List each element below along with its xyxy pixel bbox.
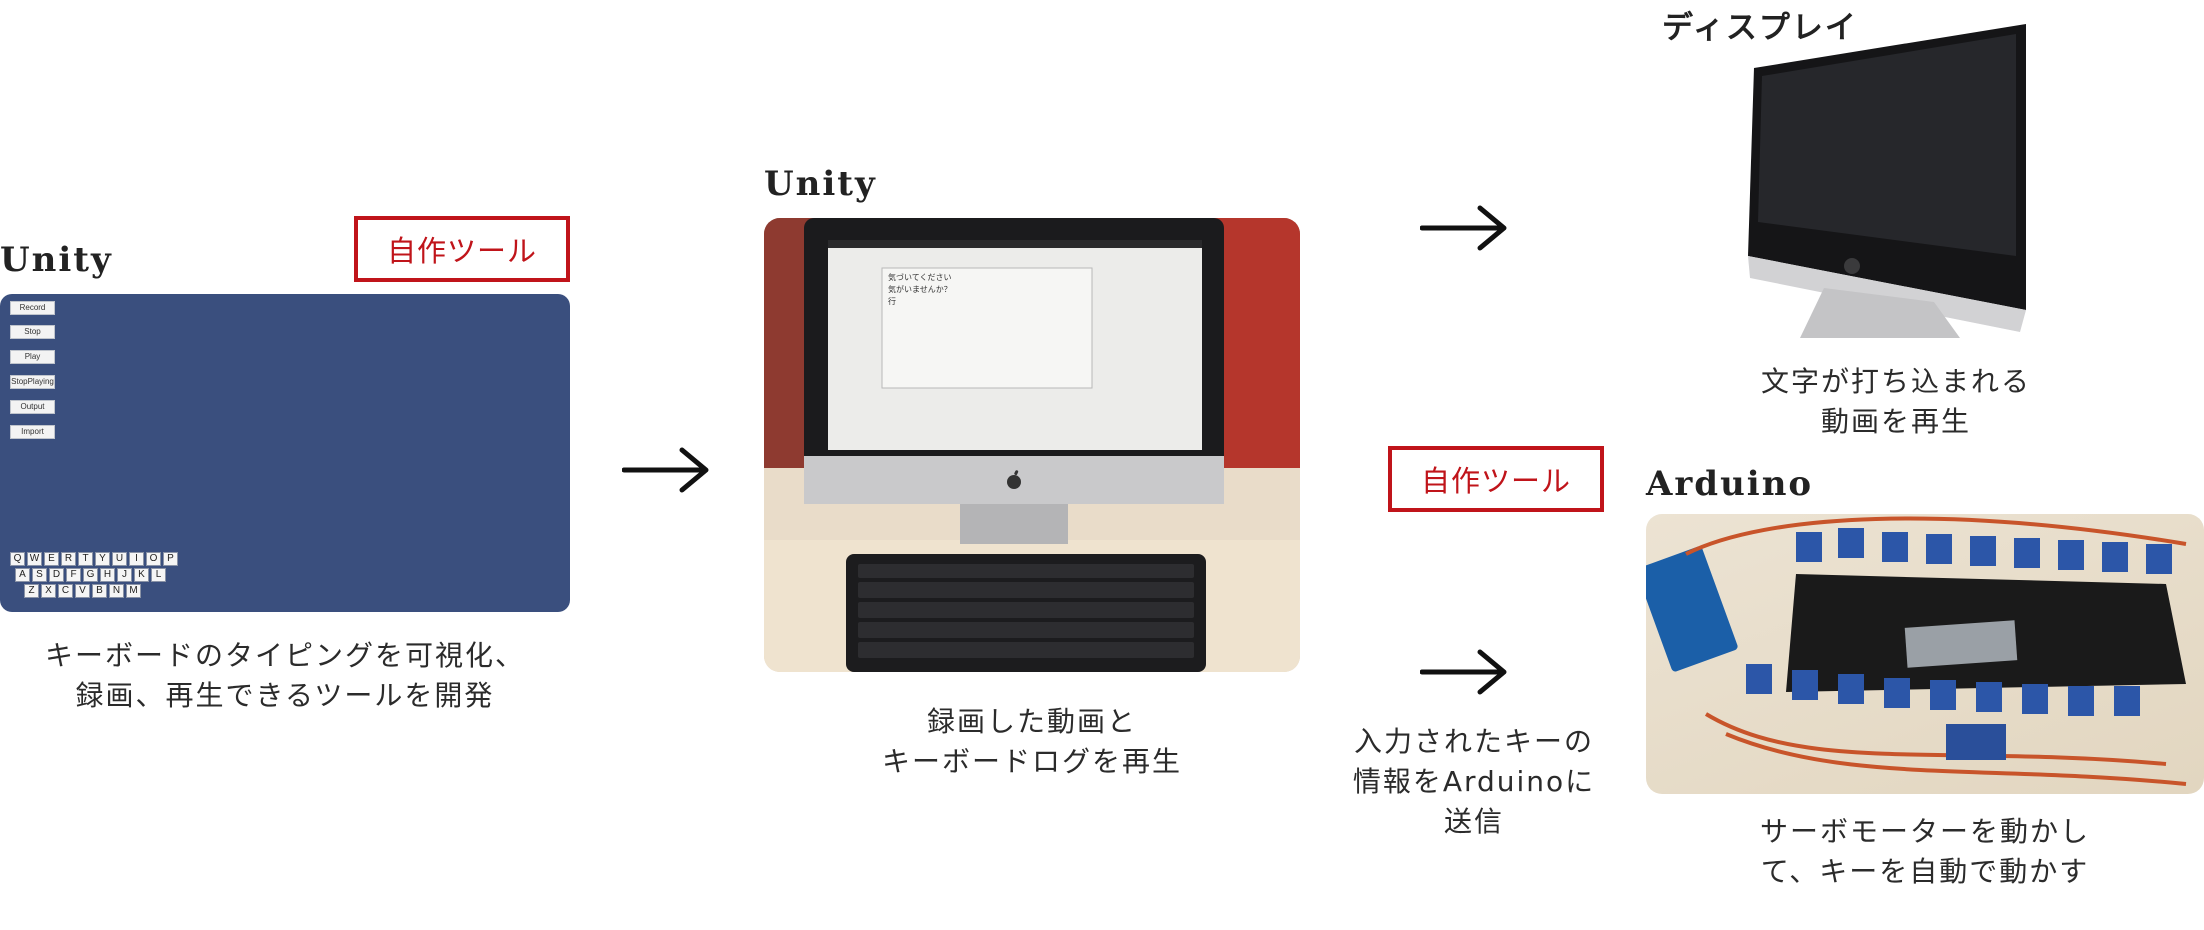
screen-dialog-line-3: 行 (888, 296, 896, 306)
unity-title-left: Unity (0, 240, 113, 280)
keyboard-row-1: Q W E R T Y U I O P (10, 552, 178, 566)
send-caption-line-1: 入力されたキーの (1353, 725, 1594, 758)
output-button[interactable]: Output (10, 400, 55, 414)
arrow-right-icon (622, 447, 709, 493)
display-caption-line-2: 動画を再生 (1820, 405, 1971, 438)
screen-dialog-line-2: 気がいませんか？ (888, 284, 952, 294)
arduino-caption-line-1: サーボモーターを動かし (1759, 815, 2090, 848)
key-b: B (92, 584, 107, 598)
key-j: J (117, 568, 132, 582)
unity-tool-caption: キーボードのタイピングを可視化、 録画、再生できるツールを開発 (0, 636, 570, 716)
key-u: U (112, 552, 127, 566)
key-f: F (66, 568, 81, 582)
display-photo (1744, 20, 2034, 342)
key-r: R (61, 552, 76, 566)
imac-scene: 気づいてください 気がいませんか？ 行 (764, 218, 1300, 672)
arrow-right-icon (1420, 205, 1507, 251)
arduino-title: Arduino (1646, 464, 1814, 504)
apple-logo-icon (1007, 470, 1021, 489)
arduino-scene (1646, 516, 2187, 786)
key-s: S (32, 568, 47, 582)
import-button[interactable]: Import (10, 425, 55, 439)
display-caption: 文字が打ち込まれる 動画を再生 (1646, 362, 2146, 442)
display-caption-line-1: 文字が打ち込まれる (1760, 365, 2031, 398)
record-button[interactable]: Record (10, 301, 55, 315)
send-caption-line-3: 送信 (1443, 805, 1504, 838)
key-d: D (49, 568, 64, 582)
key-c: C (58, 584, 73, 598)
key-t: T (78, 552, 93, 566)
keyboard-row-2: A S D F G H J K L (15, 568, 166, 582)
send-caption: 入力されたキーの 情報をArduinoに 送信 (1340, 722, 1608, 842)
send-caption-line-2: 情報をArduinoに (1352, 765, 1596, 798)
key-y: Y (95, 552, 110, 566)
key-i: I (129, 552, 144, 566)
apple-logo-icon (1844, 258, 1860, 274)
unity-tool-caption-line-2: 録画、再生できるツールを開発 (75, 679, 495, 712)
imac-display-drawing (1748, 24, 2026, 338)
imac-caption-line-2: キーボードログを再生 (881, 745, 1182, 778)
stop-playing-button[interactable]: StopPlaying (10, 375, 55, 389)
key-q: Q (10, 552, 25, 566)
unity-tool-panel: Record Stop Play StopPlaying Output Impo… (0, 294, 570, 612)
arduino-caption: サーボモーターを動かし て、キーを自動で動かす (1646, 812, 2204, 892)
key-h: H (100, 568, 115, 582)
arduino-caption-line-2: て、キーを自動で動かす (1760, 855, 2090, 888)
key-a: A (15, 568, 30, 582)
unity-tool-caption-line-1: キーボードのタイピングを可視化、 (44, 639, 525, 672)
imac-keyboard-photo: 気づいてください 気がいませんか？ 行 (764, 218, 1300, 672)
arrow-right-icon (1420, 649, 1507, 695)
key-m: M (126, 584, 141, 598)
key-k: K (134, 568, 149, 582)
key-g: G (83, 568, 98, 582)
custom-tool-badge-middle: 自作ツール (1388, 446, 1604, 512)
key-n: N (109, 584, 124, 598)
imac-caption-line-1: 録画した動画と (926, 705, 1137, 738)
key-e: E (44, 552, 59, 566)
key-v: V (75, 584, 90, 598)
imac-caption: 録画した動画と キーボードログを再生 (764, 702, 1300, 782)
arduino-servo-photo (1646, 514, 2204, 794)
key-l: L (151, 568, 166, 582)
key-p: P (163, 552, 178, 566)
screen-dialog-line-1: 気づいてください (888, 272, 952, 282)
key-o: O (146, 552, 161, 566)
key-w: W (27, 552, 42, 566)
key-z: Z (24, 584, 39, 598)
custom-tool-badge-top: 自作ツール (354, 216, 570, 282)
display-title: ディスプレイ (1662, 10, 1858, 46)
play-button[interactable]: Play (10, 350, 55, 364)
keyboard-row-3: Z X C V B N M (24, 584, 141, 598)
key-x: X (41, 584, 56, 598)
stop-button[interactable]: Stop (10, 325, 55, 339)
unity-title-center: Unity (764, 164, 877, 204)
